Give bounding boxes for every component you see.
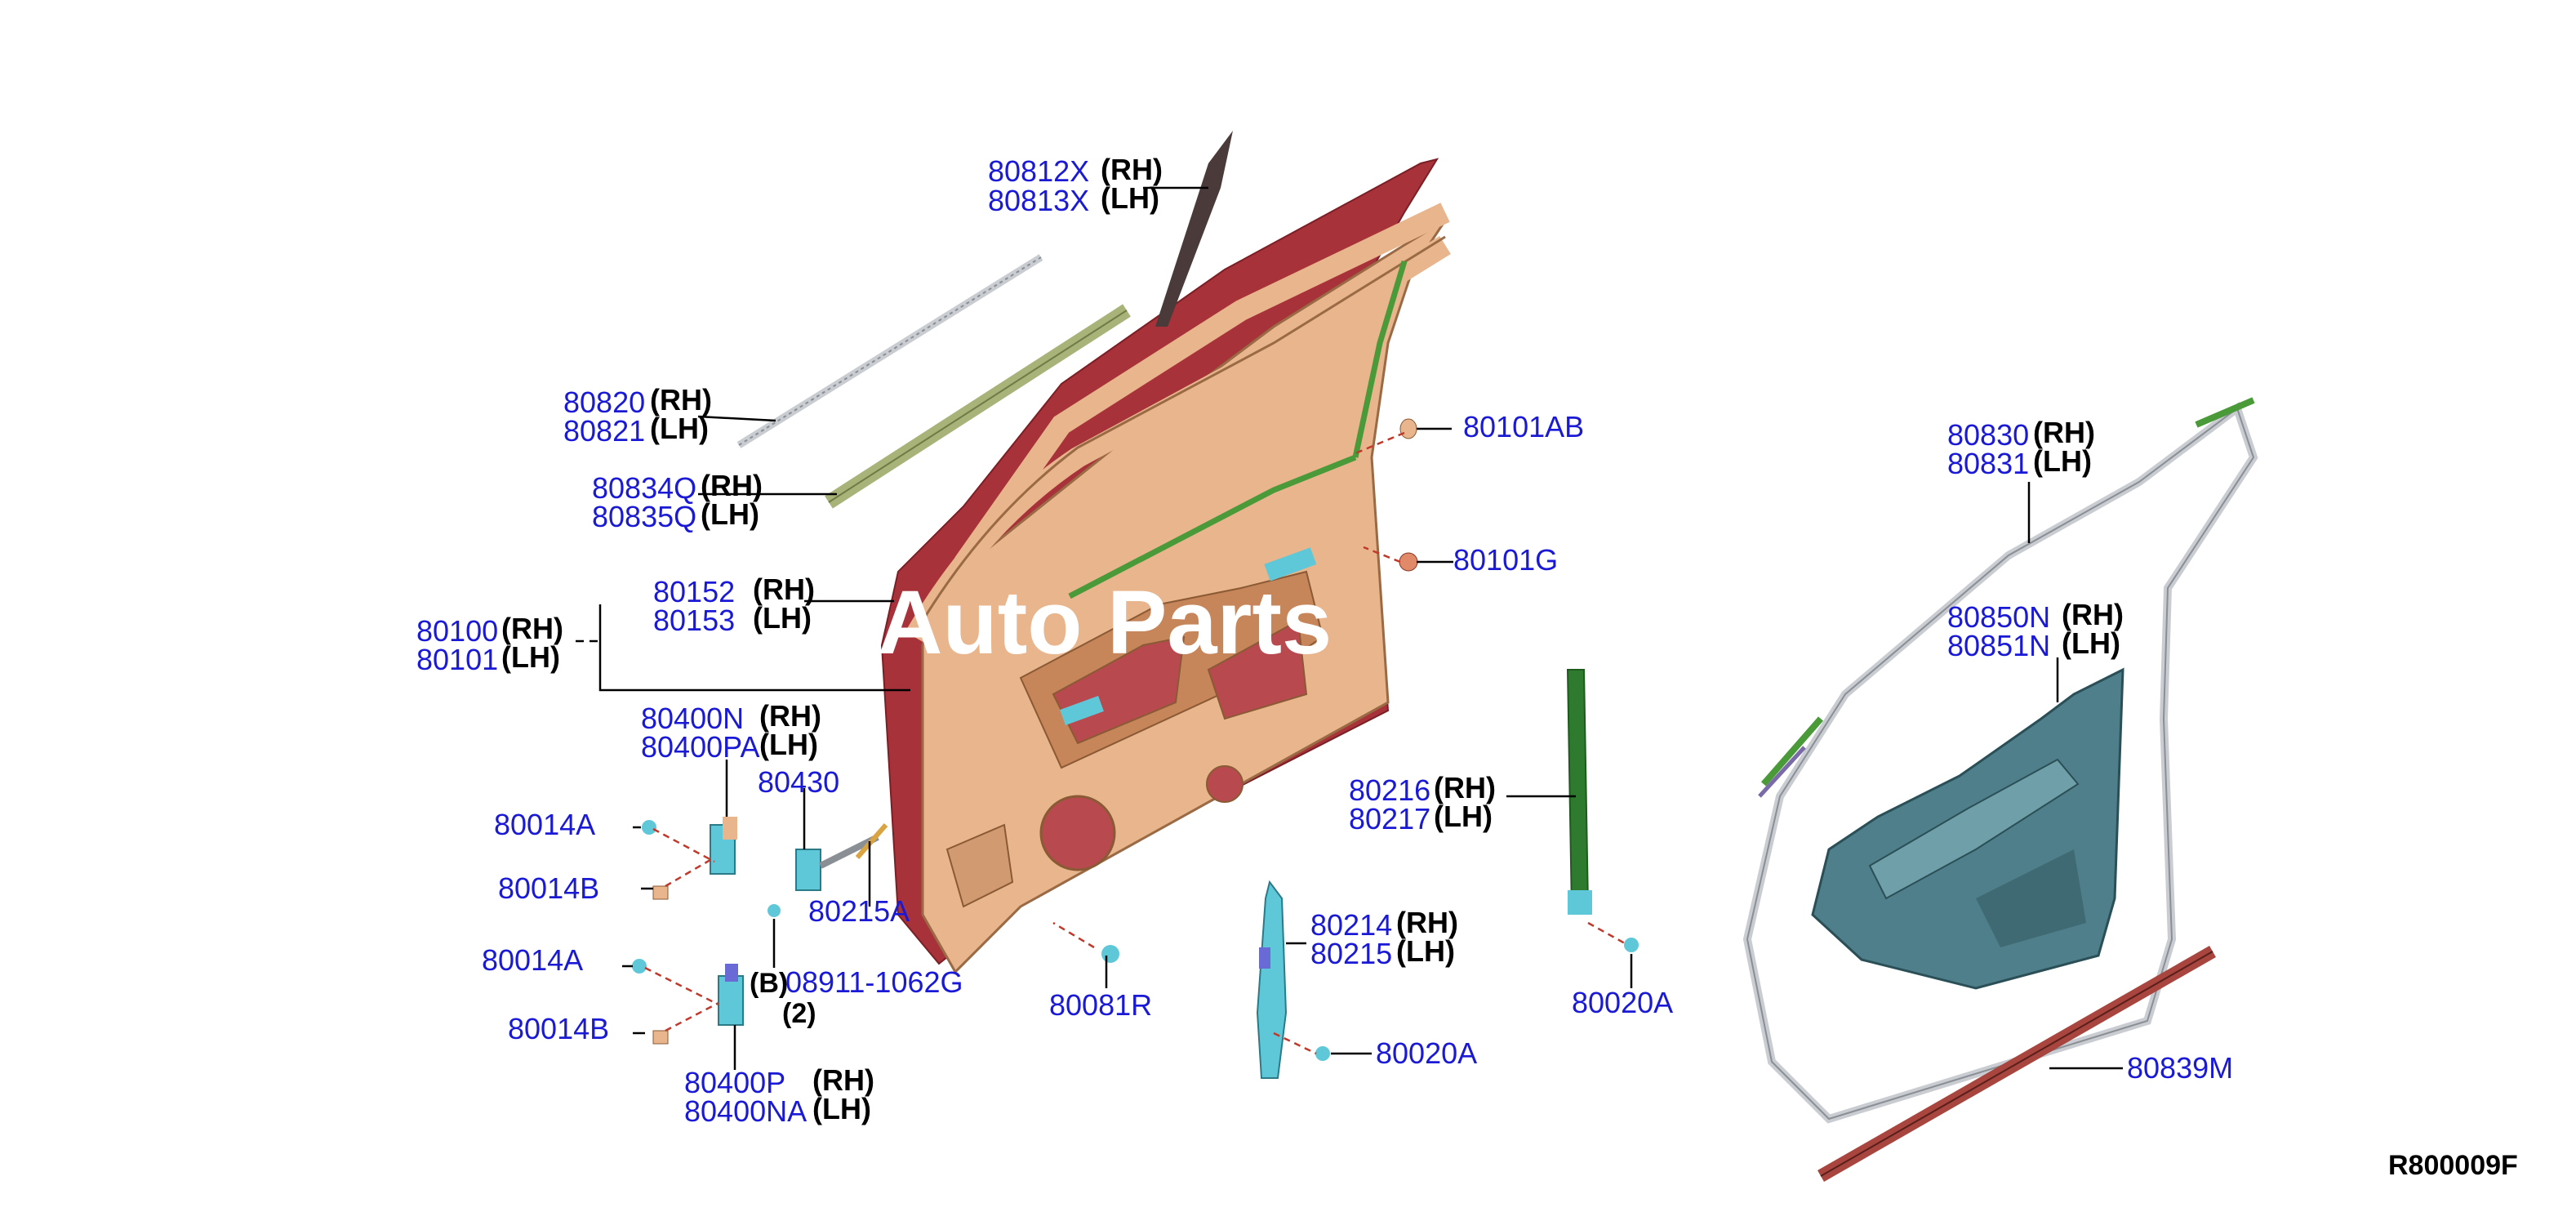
label-80101-side: (LH) — [501, 640, 560, 674]
clip-80101G — [1399, 552, 1418, 572]
label-qty-2: (2) — [782, 998, 816, 1029]
label-80831: 80831 — [1947, 447, 2029, 480]
label-80830-side: (RH) — [2033, 416, 2095, 449]
label-80216: 80216 — [1349, 773, 1430, 807]
label-80400NA: 80400NA — [684, 1094, 807, 1128]
label-80400NA-side: (LH) — [812, 1092, 871, 1125]
label-80830: 80830 — [1947, 418, 2029, 452]
label-80100: 80100 — [416, 614, 498, 648]
label-80851N-side: (LH) — [2062, 626, 2120, 660]
label-80400PA: 80400PA — [641, 730, 759, 764]
label-80812X: 80812X — [988, 154, 1089, 188]
rear-sash-80214 — [1256, 880, 1288, 1079]
label-80152-side: (RH) — [753, 573, 815, 606]
bolt-80215A — [855, 823, 888, 859]
door-window-frame — [905, 203, 1451, 643]
label-80430: 80430 — [758, 765, 839, 799]
label-80215-side: (LH) — [1396, 934, 1455, 968]
label-80081R: 80081R — [1049, 988, 1152, 1022]
upper-hinge — [642, 817, 737, 900]
label-80839M: 80839M — [2127, 1051, 2233, 1085]
label-80014A-lower: 80014A — [482, 943, 583, 977]
label-80216-side: (RH) — [1434, 771, 1496, 804]
label-80400P: 80400P — [684, 1066, 785, 1099]
label-80400P-side: (RH) — [812, 1063, 874, 1097]
label-80812X-side: (RH) — [1101, 153, 1163, 186]
label-80835Q: 80835Q — [592, 500, 696, 533]
label-80014A-upper: 80014A — [494, 808, 595, 841]
label-80835Q-side: (LH) — [701, 497, 759, 531]
label-80813X: 80813X — [988, 184, 1089, 217]
label-80014B-lower: 80014B — [508, 1012, 609, 1045]
grommet-80081R — [1101, 945, 1119, 963]
label-80152: 80152 — [653, 575, 735, 608]
label-80831-side: (LH) — [2033, 444, 2092, 478]
label-80851N: 80851N — [1947, 629, 2050, 662]
part-labels: 80812X (RH) 80813X (LH) 80820 (RH) 80821… — [416, 153, 2518, 1181]
front-sash-80216 — [1566, 669, 1590, 912]
label-80820: 80820 — [563, 385, 645, 419]
door-shell — [880, 158, 1451, 974]
watermark: Auto Parts — [878, 573, 1332, 673]
label-80101: 80101 — [416, 643, 498, 676]
label-80400PA-side: (LH) — [759, 728, 818, 761]
label-80020A-right: 80020A — [1572, 986, 1673, 1019]
label-80821: 80821 — [563, 414, 645, 448]
label-80020A-left: 80020A — [1376, 1036, 1477, 1070]
diagram-code: R800009F — [2388, 1150, 2518, 1181]
label-80153: 80153 — [653, 604, 735, 637]
label-80014B-upper: 80014B — [498, 871, 599, 905]
label-80215A: 80215A — [808, 894, 910, 928]
label-80153-side: (LH) — [753, 601, 812, 635]
label-ref-b: (B) — [750, 968, 788, 999]
label-80834Q-side: (RH) — [701, 469, 763, 502]
label-80820-side: (RH) — [650, 383, 712, 417]
label-80813X-side: (LH) — [1101, 181, 1159, 215]
label-80850N-side: (RH) — [2062, 598, 2124, 631]
label-80215: 80215 — [1310, 937, 1392, 970]
label-80217: 80217 — [1349, 802, 1430, 835]
label-80217-side: (LH) — [1434, 800, 1493, 833]
label-80821-side: (LH) — [650, 412, 709, 445]
label-80850N: 80850N — [1947, 600, 2050, 634]
label-80100-side: (RH) — [501, 612, 563, 645]
door-sash-outer — [1155, 131, 1233, 327]
label-80101AB: 80101AB — [1463, 410, 1584, 443]
label-80400N-side: (RH) — [759, 699, 821, 733]
clip-80101AB — [1399, 418, 1417, 439]
label-80101G: 80101G — [1453, 543, 1558, 577]
label-08911-1062G: 08911-1062G — [785, 965, 963, 999]
leader-lines — [576, 186, 2123, 1070]
label-80834Q: 80834Q — [592, 471, 696, 505]
label-80214-side: (RH) — [1396, 906, 1458, 939]
label-80214: 80214 — [1310, 908, 1392, 942]
lower-hinge — [632, 959, 744, 1045]
label-80400N: 80400N — [641, 702, 744, 735]
